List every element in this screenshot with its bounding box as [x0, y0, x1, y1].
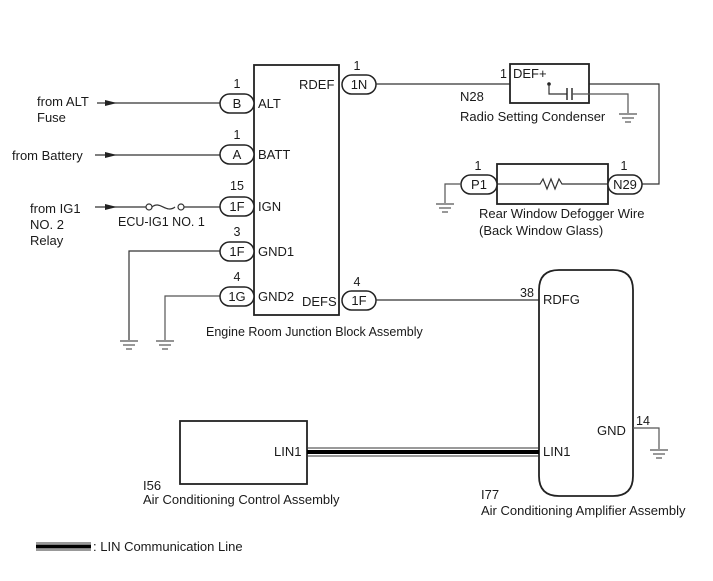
- svg-text:P1: P1: [471, 177, 487, 192]
- svg-text:1N: 1N: [351, 77, 368, 92]
- terminal-ign: IGN: [258, 199, 281, 214]
- ground-icon: [618, 113, 638, 123]
- arrow-icon: [105, 152, 117, 158]
- ac-control-code: I56: [143, 478, 161, 493]
- ig1-input-wire: [95, 203, 220, 211]
- battery-input-wire: [95, 152, 220, 158]
- legend-label: : LIN Communication Line: [93, 539, 243, 554]
- pin-n29: 1: [621, 159, 628, 173]
- pin-gnd1: 3: [234, 225, 241, 239]
- arrow-icon: [105, 204, 117, 210]
- alt-input-label-2: Fuse: [37, 110, 66, 125]
- gnd2-wire: [155, 295, 220, 350]
- connector-alt: B: [219, 93, 255, 114]
- connector-ign: 1F: [219, 196, 255, 217]
- condenser-terminal: DEF+: [513, 66, 547, 81]
- ac-control-box: [179, 420, 308, 485]
- battery-input-label: from Battery: [12, 148, 83, 163]
- connector-gnd1: 1F: [219, 241, 255, 262]
- pin-alt: 1: [234, 77, 241, 91]
- terminal-lin1-ctrl: LIN1: [274, 444, 301, 459]
- ground-icon: [435, 203, 455, 213]
- ac-amplifier-box: [538, 269, 634, 497]
- amp-ground-wire: [633, 427, 660, 449]
- ig1-input-label-2: NO. 2: [30, 217, 64, 232]
- svg-text:1F: 1F: [229, 199, 244, 214]
- pin-gnd2: 4: [234, 270, 241, 284]
- condenser-code: N28: [460, 89, 484, 104]
- fuse-label: ECU-IG1 NO. 1: [118, 215, 205, 229]
- terminal-gnd: GND: [597, 423, 626, 438]
- junction-block-box: [253, 64, 340, 316]
- ig1-input-label-3: Relay: [30, 233, 64, 248]
- pin-defs: 4: [354, 275, 361, 289]
- condenser-name: Radio Setting Condenser: [460, 109, 606, 124]
- pin-batt: 1: [234, 128, 241, 142]
- svg-text:1G: 1G: [228, 289, 245, 304]
- ground-icon: [119, 340, 139, 350]
- lin-communication-line: [307, 447, 539, 457]
- connector-defs: 1F: [341, 290, 377, 311]
- svg-text:A: A: [233, 147, 242, 162]
- resistor-icon: [497, 177, 608, 191]
- pin-p1: 1: [475, 159, 482, 173]
- junction-block-label: Engine Room Junction Block Assembly: [206, 325, 424, 339]
- legend-lin-line-icon: [36, 542, 91, 551]
- defogger-name-1: Rear Window Defogger Wire: [479, 206, 644, 221]
- terminal-rdef: RDEF: [299, 77, 334, 92]
- terminal-gnd1: GND1: [258, 244, 294, 259]
- connector-p1: P1: [460, 174, 498, 195]
- svg-text:1F: 1F: [351, 293, 366, 308]
- capacitor-icon: [547, 82, 638, 123]
- defogger-name-2: (Back Window Glass): [479, 223, 603, 238]
- terminal-gnd2: GND2: [258, 289, 294, 304]
- ac-amplifier-code: I77: [481, 487, 499, 502]
- pin-rdfg: 38: [520, 286, 534, 300]
- fuse-icon: [145, 203, 185, 211]
- ground-icon: [155, 340, 175, 350]
- svg-text:1F: 1F: [229, 244, 244, 259]
- connector-rdef: 1N: [341, 74, 377, 95]
- alt-input-wire: [97, 100, 220, 106]
- terminal-rdfg: RDFG: [543, 292, 580, 307]
- terminal-defs: DEFS: [302, 294, 337, 309]
- condenser-pin: 1: [500, 67, 507, 81]
- arrow-icon: [105, 100, 117, 106]
- pin-gnd: 14: [636, 414, 650, 428]
- terminal-alt: ALT: [258, 96, 281, 111]
- terminal-batt: BATT: [258, 147, 290, 162]
- svg-text:N29: N29: [613, 177, 637, 192]
- pin-rdef: 1: [354, 59, 361, 73]
- terminal-lin1-amp: LIN1: [543, 444, 570, 459]
- ac-amplifier-name: Air Conditioning Amplifier Assembly: [481, 503, 686, 518]
- connector-n29: N29: [607, 174, 643, 195]
- gnd1-wire: [119, 250, 220, 350]
- connector-gnd2: 1G: [219, 286, 255, 307]
- pin-ign: 15: [230, 179, 244, 193]
- connector-batt: A: [219, 144, 255, 165]
- svg-text:B: B: [233, 96, 242, 111]
- alt-input-label-1: from ALT: [37, 94, 89, 109]
- ac-control-name: Air Conditioning Control Assembly: [143, 492, 340, 507]
- ig1-input-label-1: from IG1: [30, 201, 81, 216]
- p1-ground-wire: [444, 183, 461, 203]
- ground-icon: [649, 449, 669, 459]
